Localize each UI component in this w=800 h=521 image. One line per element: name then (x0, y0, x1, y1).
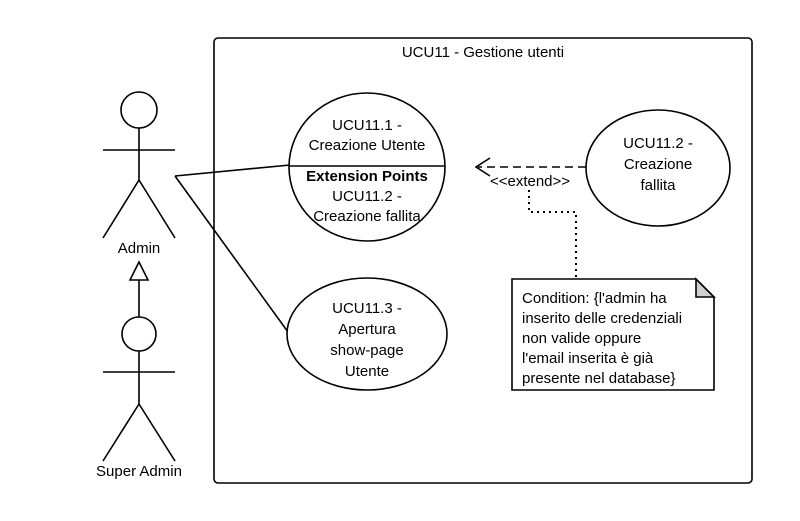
condition-note (511, 278, 715, 391)
extension-point-line1: UCU11.2 - (332, 188, 402, 205)
condition-note-fold (695, 277, 716, 298)
use-case-show (286, 277, 448, 391)
extend-arrowhead (474, 157, 491, 177)
association-admin-creation (174, 164, 291, 177)
condition-line4: l'email inserita è già (522, 350, 654, 367)
system-boundary (213, 37, 753, 484)
condition-line3: non valide oppure (522, 330, 641, 347)
use-case-show-line2: Apertura (338, 321, 396, 338)
use-case-creation (288, 92, 446, 242)
super-admin-left-leg (102, 403, 140, 462)
extend-label: <<extend>> (490, 173, 570, 190)
super-admin-actor (102, 316, 176, 462)
association-admin-show (174, 175, 289, 333)
use-case-show-line1: UCU11.3 - (332, 300, 402, 317)
super-admin-label: Super Admin (96, 463, 182, 480)
use-case-show-line3: show-page (330, 342, 403, 359)
use-case-failed-line2: Creazione (624, 156, 692, 173)
super-admin-right-leg (138, 403, 176, 462)
admin-left-leg (102, 179, 140, 239)
use-case-show-line4: Utente (345, 363, 389, 380)
condition-line2: inserito delle credenziali (522, 310, 682, 327)
use-case-failed (585, 109, 731, 227)
extension-points-title: Extension Points (306, 168, 428, 185)
condition-line5: presente nel database} (522, 370, 675, 387)
use-case-creation-line1: UCU11.1 - (332, 117, 402, 134)
system-title: UCU11 - Gestione utenti (402, 44, 564, 61)
admin-actor (102, 91, 176, 239)
admin-right-leg (138, 179, 176, 239)
use-case-failed-line1: UCU11.2 - (623, 135, 693, 152)
condition-line1: Condition: {l'admin ha (522, 290, 667, 307)
extension-point-line2: Creazione fallita (313, 208, 421, 225)
admin-label: Admin (118, 240, 161, 257)
use-case-creation-line2: Creazione Utente (309, 137, 426, 154)
generalization-arrowhead (128, 260, 150, 281)
admin-head (120, 91, 158, 129)
super-admin-head (121, 316, 157, 352)
condition-connector (528, 190, 577, 279)
use-case-failed-line3: fallita (640, 177, 676, 194)
